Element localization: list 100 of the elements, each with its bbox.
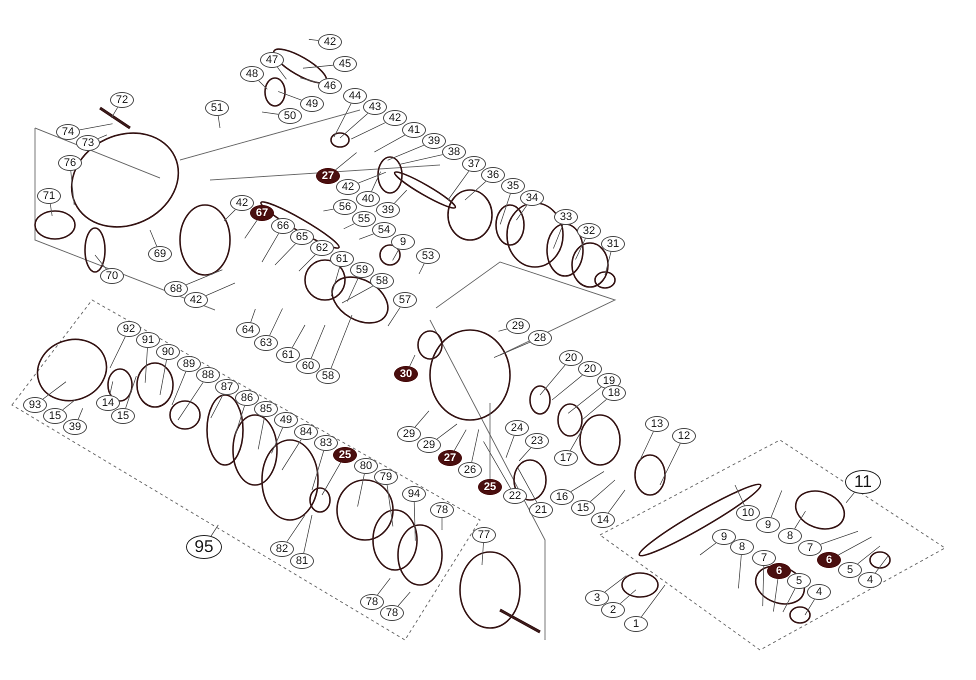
callout-number: 55 — [352, 211, 376, 227]
callout-number: 60 — [296, 358, 320, 374]
callout-number: 61 — [330, 251, 354, 267]
leader-line — [358, 172, 386, 184]
callout-number: 78 — [360, 594, 384, 610]
callout-number: 6 — [767, 563, 791, 579]
callout-number: 26 — [458, 462, 482, 478]
leader-line — [62, 398, 76, 410]
callout-number: 67 — [250, 205, 274, 221]
leader-line — [210, 524, 219, 536]
callout-number: 24 — [505, 420, 529, 436]
leader-line — [448, 170, 470, 200]
leader-line — [540, 364, 566, 396]
callout-number: 17 — [554, 450, 578, 466]
callout-number: 65 — [290, 229, 314, 245]
callout-number: 8 — [778, 528, 802, 544]
leader-line — [418, 263, 425, 274]
callout-number: 57 — [393, 292, 417, 308]
leader-line — [604, 251, 612, 276]
leader-line — [846, 492, 855, 504]
callout-number: 27 — [438, 450, 462, 466]
leader-line — [286, 514, 306, 542]
leader-line — [608, 490, 626, 514]
callout-number: 59 — [350, 262, 374, 278]
callout-number: 1 — [624, 616, 648, 632]
leader-line — [498, 328, 508, 332]
callout-number: 20 — [559, 350, 583, 366]
leader-line — [575, 238, 586, 260]
callout-number: 49 — [300, 96, 324, 112]
callout-number: 36 — [481, 167, 505, 183]
leader-line — [394, 190, 408, 204]
leader-line — [804, 599, 815, 616]
leader-line — [310, 324, 326, 359]
leader-line — [346, 277, 359, 302]
callout-number: 20 — [578, 361, 602, 377]
callout-number: 29 — [397, 426, 421, 442]
leader-line — [186, 269, 223, 286]
callout-number: 29 — [506, 318, 530, 334]
callout-number: 6 — [817, 552, 841, 568]
leader-line — [258, 80, 268, 90]
callout-number: 49 — [274, 412, 298, 428]
callout-number: 5 — [838, 562, 862, 578]
callout-number: 37 — [462, 156, 486, 172]
callout-number: 33 — [554, 209, 578, 225]
leader-line — [582, 398, 607, 420]
callout-number: 25 — [333, 447, 357, 463]
callout-number: 40 — [356, 191, 380, 207]
callout-number: 73 — [76, 135, 100, 151]
leader-line — [298, 254, 316, 272]
leader-line — [568, 386, 602, 414]
leader-line — [398, 154, 444, 165]
leader-line — [483, 441, 512, 489]
callout-number: 83 — [314, 435, 338, 451]
leader-line — [278, 91, 302, 101]
callout-number: 87 — [215, 379, 239, 395]
leader-line — [335, 152, 357, 170]
leader-line — [553, 224, 564, 249]
callout-number: 34 — [520, 190, 544, 206]
leader-line — [857, 546, 880, 564]
callout-number: 39 — [376, 202, 400, 218]
leader-line — [94, 254, 107, 270]
callout-number: 31 — [601, 236, 625, 252]
leader-line — [292, 324, 306, 348]
callout-number: 94 — [402, 486, 426, 502]
callout-number: 13 — [645, 416, 669, 432]
callout-number: 10 — [736, 505, 760, 521]
callout-number: 77 — [472, 527, 496, 543]
leader-line — [794, 510, 806, 530]
callout-number: 43 — [363, 99, 387, 115]
callout-number: 64 — [236, 322, 260, 338]
leader-line — [172, 371, 186, 406]
leader-line — [738, 554, 742, 589]
leader-line — [570, 430, 582, 451]
callout-number: 45 — [333, 56, 357, 72]
leader-line — [386, 484, 394, 527]
callout-number: 19 — [597, 373, 621, 389]
leader-line — [387, 144, 424, 161]
callout-number: 79 — [374, 469, 398, 485]
leader-line — [640, 584, 666, 618]
callout-number: 50 — [278, 108, 302, 124]
callout-number: 4 — [807, 584, 831, 600]
callout-number: 78 — [430, 502, 454, 518]
leader-line — [398, 592, 411, 606]
callout-number: 7 — [798, 540, 822, 556]
leader-line — [340, 113, 368, 138]
callout-number: 88 — [196, 367, 220, 383]
leader-line — [300, 78, 320, 84]
callout-number: 4 — [858, 572, 882, 588]
callout-number: 53 — [416, 248, 440, 264]
leader-line — [414, 410, 430, 428]
leader-line — [343, 223, 355, 230]
leader-line — [308, 38, 319, 41]
leader-line — [323, 208, 334, 212]
callout-number: 58 — [316, 368, 340, 384]
leader-line — [110, 336, 126, 368]
leader-line — [178, 382, 204, 420]
leader-line — [334, 103, 352, 138]
callout-number: 39 — [63, 419, 87, 435]
leader-line — [160, 360, 167, 396]
callout-number: 86 — [235, 390, 259, 406]
